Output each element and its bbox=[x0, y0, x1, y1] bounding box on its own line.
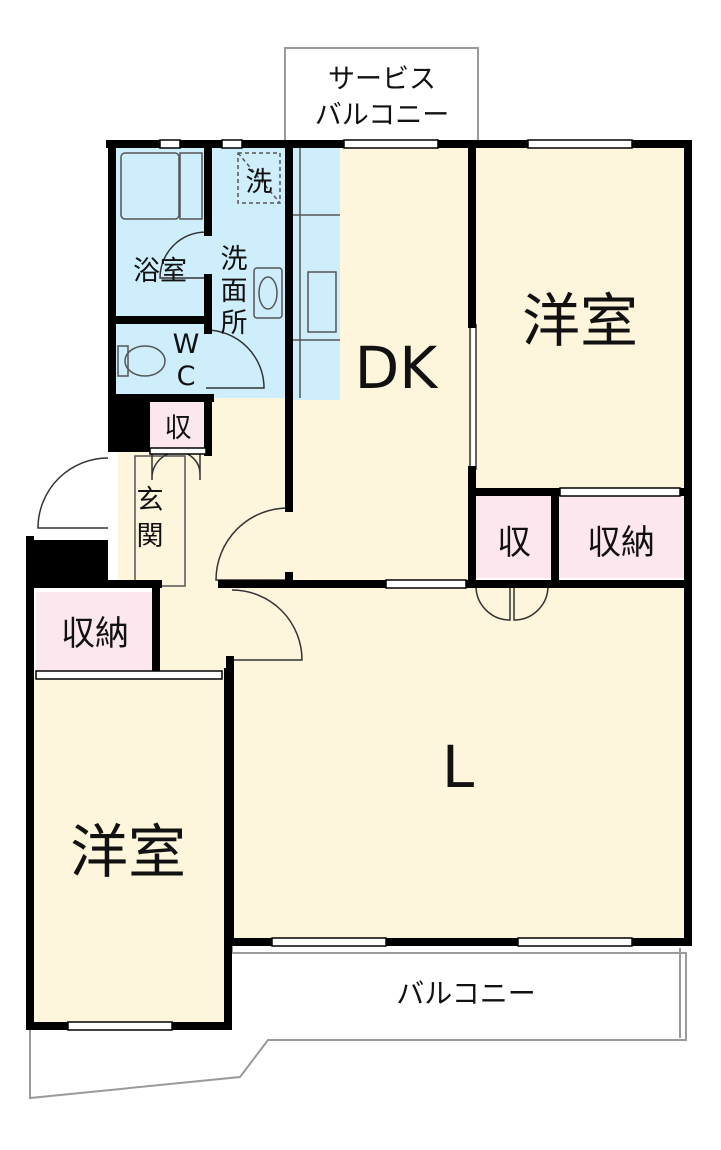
opening-closet-right bbox=[559, 487, 681, 497]
balcony-outlines bbox=[29, 47, 687, 1100]
floor-kitchen-counter bbox=[292, 148, 340, 400]
label-storage-closet-left: 収納 bbox=[61, 614, 129, 654]
floor-storage-small-mid bbox=[476, 496, 552, 578]
dk-door-swing bbox=[215, 507, 289, 581]
label-living: L bbox=[442, 733, 474, 801]
floor-storage-closet-left bbox=[36, 592, 154, 672]
opening-dk-living bbox=[385, 579, 467, 589]
label-washroom-2: 面 bbox=[221, 276, 248, 307]
label-service-balcony-2: バルコニー bbox=[315, 100, 449, 131]
window-bath bbox=[159, 139, 181, 149]
column-left bbox=[26, 540, 108, 584]
windows bbox=[35, 139, 681, 1031]
floor-bathroom bbox=[114, 146, 208, 318]
sink-icon bbox=[253, 267, 283, 319]
floor-storage-closet-right bbox=[558, 496, 685, 578]
bathtub-icon bbox=[120, 152, 180, 220]
label-dk: DK bbox=[355, 334, 440, 402]
bathtub-rim bbox=[179, 152, 203, 220]
floor-western-upper bbox=[476, 146, 685, 492]
label-western-room-lower: 洋室 bbox=[70, 818, 186, 886]
entry-door-swing bbox=[37, 457, 109, 529]
sink-bowl-icon bbox=[258, 276, 278, 310]
wc-door-swing bbox=[205, 329, 265, 389]
floor-wc bbox=[114, 322, 208, 398]
washer-pan-icon bbox=[237, 152, 281, 204]
service-balcony-outline bbox=[284, 47, 479, 143]
floor-hall-lower bbox=[158, 586, 230, 676]
balcony-outline bbox=[29, 942, 687, 1100]
window-western-lower bbox=[67, 1021, 173, 1031]
window-wash bbox=[221, 139, 243, 149]
floor-living bbox=[230, 586, 685, 940]
floor-western-lower bbox=[33, 675, 228, 1025]
label-laundry: 洗 bbox=[246, 167, 273, 198]
label-storage-small-mid: 収 bbox=[497, 523, 531, 563]
closet-door-left bbox=[475, 585, 511, 621]
stove-icon bbox=[307, 271, 337, 333]
label-washroom-3: 所 bbox=[221, 308, 248, 339]
window-dk bbox=[343, 139, 439, 149]
room-labels: サービス バルコニー 洗 浴室 洗 面 所 W C DK 洋室 収 玄 関 収 … bbox=[61, 64, 655, 1010]
toilet-tank-icon bbox=[117, 345, 129, 377]
living-door-swing bbox=[231, 589, 303, 661]
column-entry bbox=[108, 398, 150, 452]
label-western-room-upper: 洋室 bbox=[522, 287, 638, 355]
label-wc-2: C bbox=[177, 361, 196, 392]
label-bathroom: 浴室 bbox=[133, 256, 187, 287]
label-entrance-2: 関 bbox=[137, 521, 164, 552]
closet-door-right bbox=[513, 585, 549, 621]
floor-storage-small-upper bbox=[150, 402, 206, 448]
opening-storage-small bbox=[149, 447, 207, 455]
room-floors bbox=[33, 146, 685, 1025]
label-storage-small-upper: 収 bbox=[165, 413, 192, 444]
label-washroom-1: 洗 bbox=[221, 244, 248, 275]
floor-washroom bbox=[208, 146, 290, 398]
label-wc-1: W bbox=[173, 329, 200, 360]
opening-western-lower bbox=[35, 670, 223, 680]
structural-columns bbox=[26, 398, 150, 584]
label-storage-closet-right: 収納 bbox=[587, 523, 655, 563]
window-living-1 bbox=[271, 937, 387, 947]
label-entrance-1: 玄 bbox=[137, 485, 164, 516]
toilet-bowl-icon bbox=[124, 345, 166, 377]
washer-pan-diag bbox=[237, 152, 281, 204]
window-living-2 bbox=[517, 937, 633, 947]
label-service-balcony-1: サービス bbox=[328, 64, 436, 95]
bathroom-door-swing bbox=[159, 231, 207, 279]
label-balcony: バルコニー bbox=[396, 977, 535, 1010]
window-western-upper bbox=[527, 139, 633, 149]
